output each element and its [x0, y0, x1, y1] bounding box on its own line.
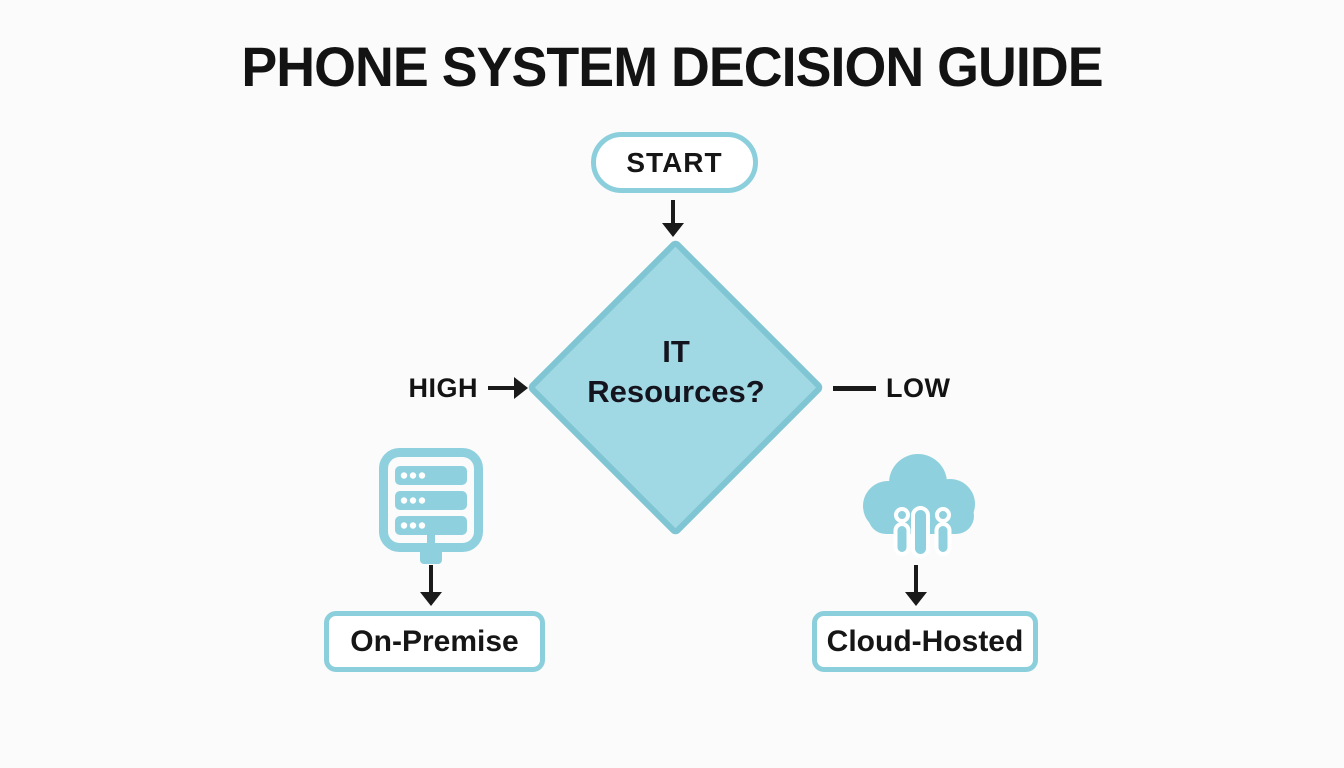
result-label-on-premise: On-Premise — [350, 624, 519, 658]
server-icon — [378, 447, 484, 570]
decision-label-line2: Resources? — [587, 373, 765, 409]
arrow-high-to-decision — [488, 386, 515, 390]
condition-label-low: LOW — [886, 373, 951, 403]
start-node-label: START — [626, 146, 723, 178]
result-box-cloud-hosted: Cloud-Hosted — [812, 611, 1038, 672]
arrow-start-to-decision — [671, 200, 675, 224]
result-box-on-premise: On-Premise — [324, 611, 545, 672]
decision-label: IT Resources? — [576, 332, 776, 411]
cloud-icon — [852, 450, 986, 560]
start-node: START — [591, 132, 758, 193]
arrow-cloud-to-cloud-hosted — [914, 565, 918, 593]
page-title: PHONE SYSTEM DECISION GUIDE — [241, 35, 1103, 98]
condition-label-high: HIGH — [408, 373, 478, 403]
line-decision-to-low — [833, 386, 876, 391]
result-label-cloud-hosted: Cloud-Hosted — [826, 624, 1024, 658]
arrow-server-to-on-premise — [429, 565, 433, 593]
decision-label-line1: IT — [662, 334, 690, 369]
